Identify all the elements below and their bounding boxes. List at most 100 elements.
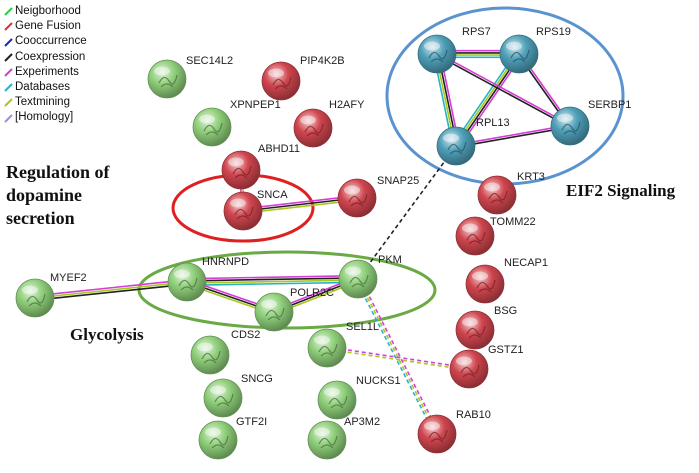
node-highlight (324, 387, 340, 397)
edge-strand (436, 54, 570, 128)
legend-label: Databases (15, 81, 70, 94)
node-highlight (261, 299, 277, 309)
node-sel1l[interactable]: SEL1L (307, 321, 379, 368)
protein-structure-icon (265, 307, 285, 321)
edge-strand (437, 52, 571, 126)
node-highlight (22, 285, 38, 295)
edge-strand (326, 348, 469, 371)
node-pip4k2b[interactable]: PIP4K2B (261, 55, 345, 101)
node-highlight (462, 317, 478, 327)
node-rab10[interactable]: RAB10 (417, 409, 491, 454)
node-xpnpep1[interactable]: XPNPEP1 (192, 99, 281, 147)
edge-strand (187, 281, 359, 287)
node-polr2c[interactable]: POLR2C (254, 287, 334, 332)
node-snap25[interactable]: SNAP25 (337, 175, 419, 218)
node-highlight (314, 427, 330, 437)
protein-structure-icon (318, 343, 338, 357)
node-label: RPL13 (476, 117, 510, 129)
protein-structure-icon (232, 165, 252, 179)
node-myef2[interactable]: MYEF2 (15, 272, 87, 318)
legend-swatch-icon (4, 68, 13, 77)
node-highlight (197, 342, 213, 352)
node-label: GSTZ1 (488, 344, 523, 356)
node-pkm[interactable]: PKM (338, 254, 402, 299)
node-highlight (154, 66, 170, 76)
legend-item: Textmining (4, 95, 87, 110)
node-abhd11[interactable]: ABHD11 (221, 143, 300, 190)
protein-structure-icon (272, 76, 292, 90)
protein-structure-icon (234, 206, 254, 220)
node-rps7[interactable]: RPS7 (417, 26, 491, 74)
node-highlight (268, 68, 284, 78)
protein-structure-icon (460, 364, 480, 378)
legend-label: Experiments (15, 65, 79, 78)
protein-structure-icon (304, 123, 324, 137)
node-highlight (314, 335, 330, 345)
node-label: NUCKS1 (356, 375, 401, 387)
node-label: HNRNPD (202, 256, 249, 268)
node-label: RPS19 (536, 26, 571, 38)
protein-structure-icon (328, 395, 348, 409)
node-highlight (557, 113, 573, 123)
node-gstz1[interactable]: GSTZ1 (449, 344, 523, 389)
node-highlight (472, 271, 488, 281)
node-highlight (228, 157, 244, 167)
node-sncg[interactable]: SNCG (203, 373, 273, 418)
legend-swatch-icon (4, 7, 13, 16)
node-rpl13[interactable]: RPL13 (436, 117, 510, 166)
node-necap1[interactable]: NECAP1 (465, 257, 548, 304)
node-highlight (506, 41, 522, 51)
node-hnrnpd[interactable]: HNRNPD (167, 256, 249, 302)
node-gtf2i[interactable]: GTF2I (198, 416, 267, 460)
legend-swatch-icon (4, 83, 13, 92)
node-rps19[interactable]: RPS19 (499, 26, 571, 74)
node-cds2[interactable]: CDS2 (190, 329, 260, 375)
edge-strand (327, 346, 470, 369)
protein-structure-icon (26, 293, 46, 307)
node-nucks1[interactable]: NUCKS1 (317, 375, 401, 420)
edge-strand (34, 281, 188, 299)
annotation-dopamine-line-3: secretion (6, 208, 75, 228)
node-label: PKM (378, 254, 402, 266)
node-highlight (230, 198, 246, 208)
node-label: GTF2I (236, 416, 267, 428)
protein-structure-icon (466, 325, 486, 339)
node-snca[interactable]: SNCA (223, 189, 288, 231)
node-highlight (484, 182, 500, 192)
node-label: NECAP1 (504, 257, 548, 269)
edge-sel1l-gstz1 (326, 346, 470, 371)
node-label: SNAP25 (377, 175, 419, 187)
legend-swatch-icon (4, 37, 13, 47)
node-highlight (456, 356, 472, 366)
node-ap3m2[interactable]: AP3M2 (307, 416, 380, 460)
node-label: SEC14L2 (186, 55, 233, 67)
edge-strand (186, 274, 358, 280)
node-highlight (199, 114, 215, 124)
legend-item: Experiments (4, 65, 87, 80)
protein-structure-icon (466, 231, 486, 245)
node-tomm22[interactable]: TOMM22 (455, 216, 536, 256)
legend-item: Coexpression (4, 50, 87, 65)
protein-structure-icon (561, 121, 581, 135)
eif2-cluster-ellipse (385, 6, 625, 186)
edge-strand (359, 277, 440, 434)
node-highlight (424, 41, 440, 51)
node-bsg[interactable]: BSG (455, 305, 517, 350)
edge-hnrnpd-pkm (186, 274, 359, 287)
node-highlight (462, 223, 478, 233)
legend-item: Databases (4, 80, 87, 95)
node-sec14l2[interactable]: SEC14L2 (147, 55, 233, 99)
node-krt3[interactable]: KRT3 (477, 171, 545, 215)
annotation-eif2: EIF2 Signaling (566, 181, 676, 200)
annotation-dopamine-line-1: Regulation of (6, 162, 111, 182)
legend-item: Neigborhood (4, 4, 87, 19)
protein-structure-icon (178, 277, 198, 291)
edge-strand (35, 283, 188, 301)
legend-label: [Homology] (15, 111, 74, 124)
legend-label: Neigborhood (15, 5, 81, 17)
node-serbp1[interactable]: SERBP1 (550, 99, 631, 146)
node-label: SERBP1 (588, 99, 631, 111)
node-h2afy[interactable]: H2AFY (293, 99, 365, 148)
node-label: POLR2C (290, 287, 334, 299)
